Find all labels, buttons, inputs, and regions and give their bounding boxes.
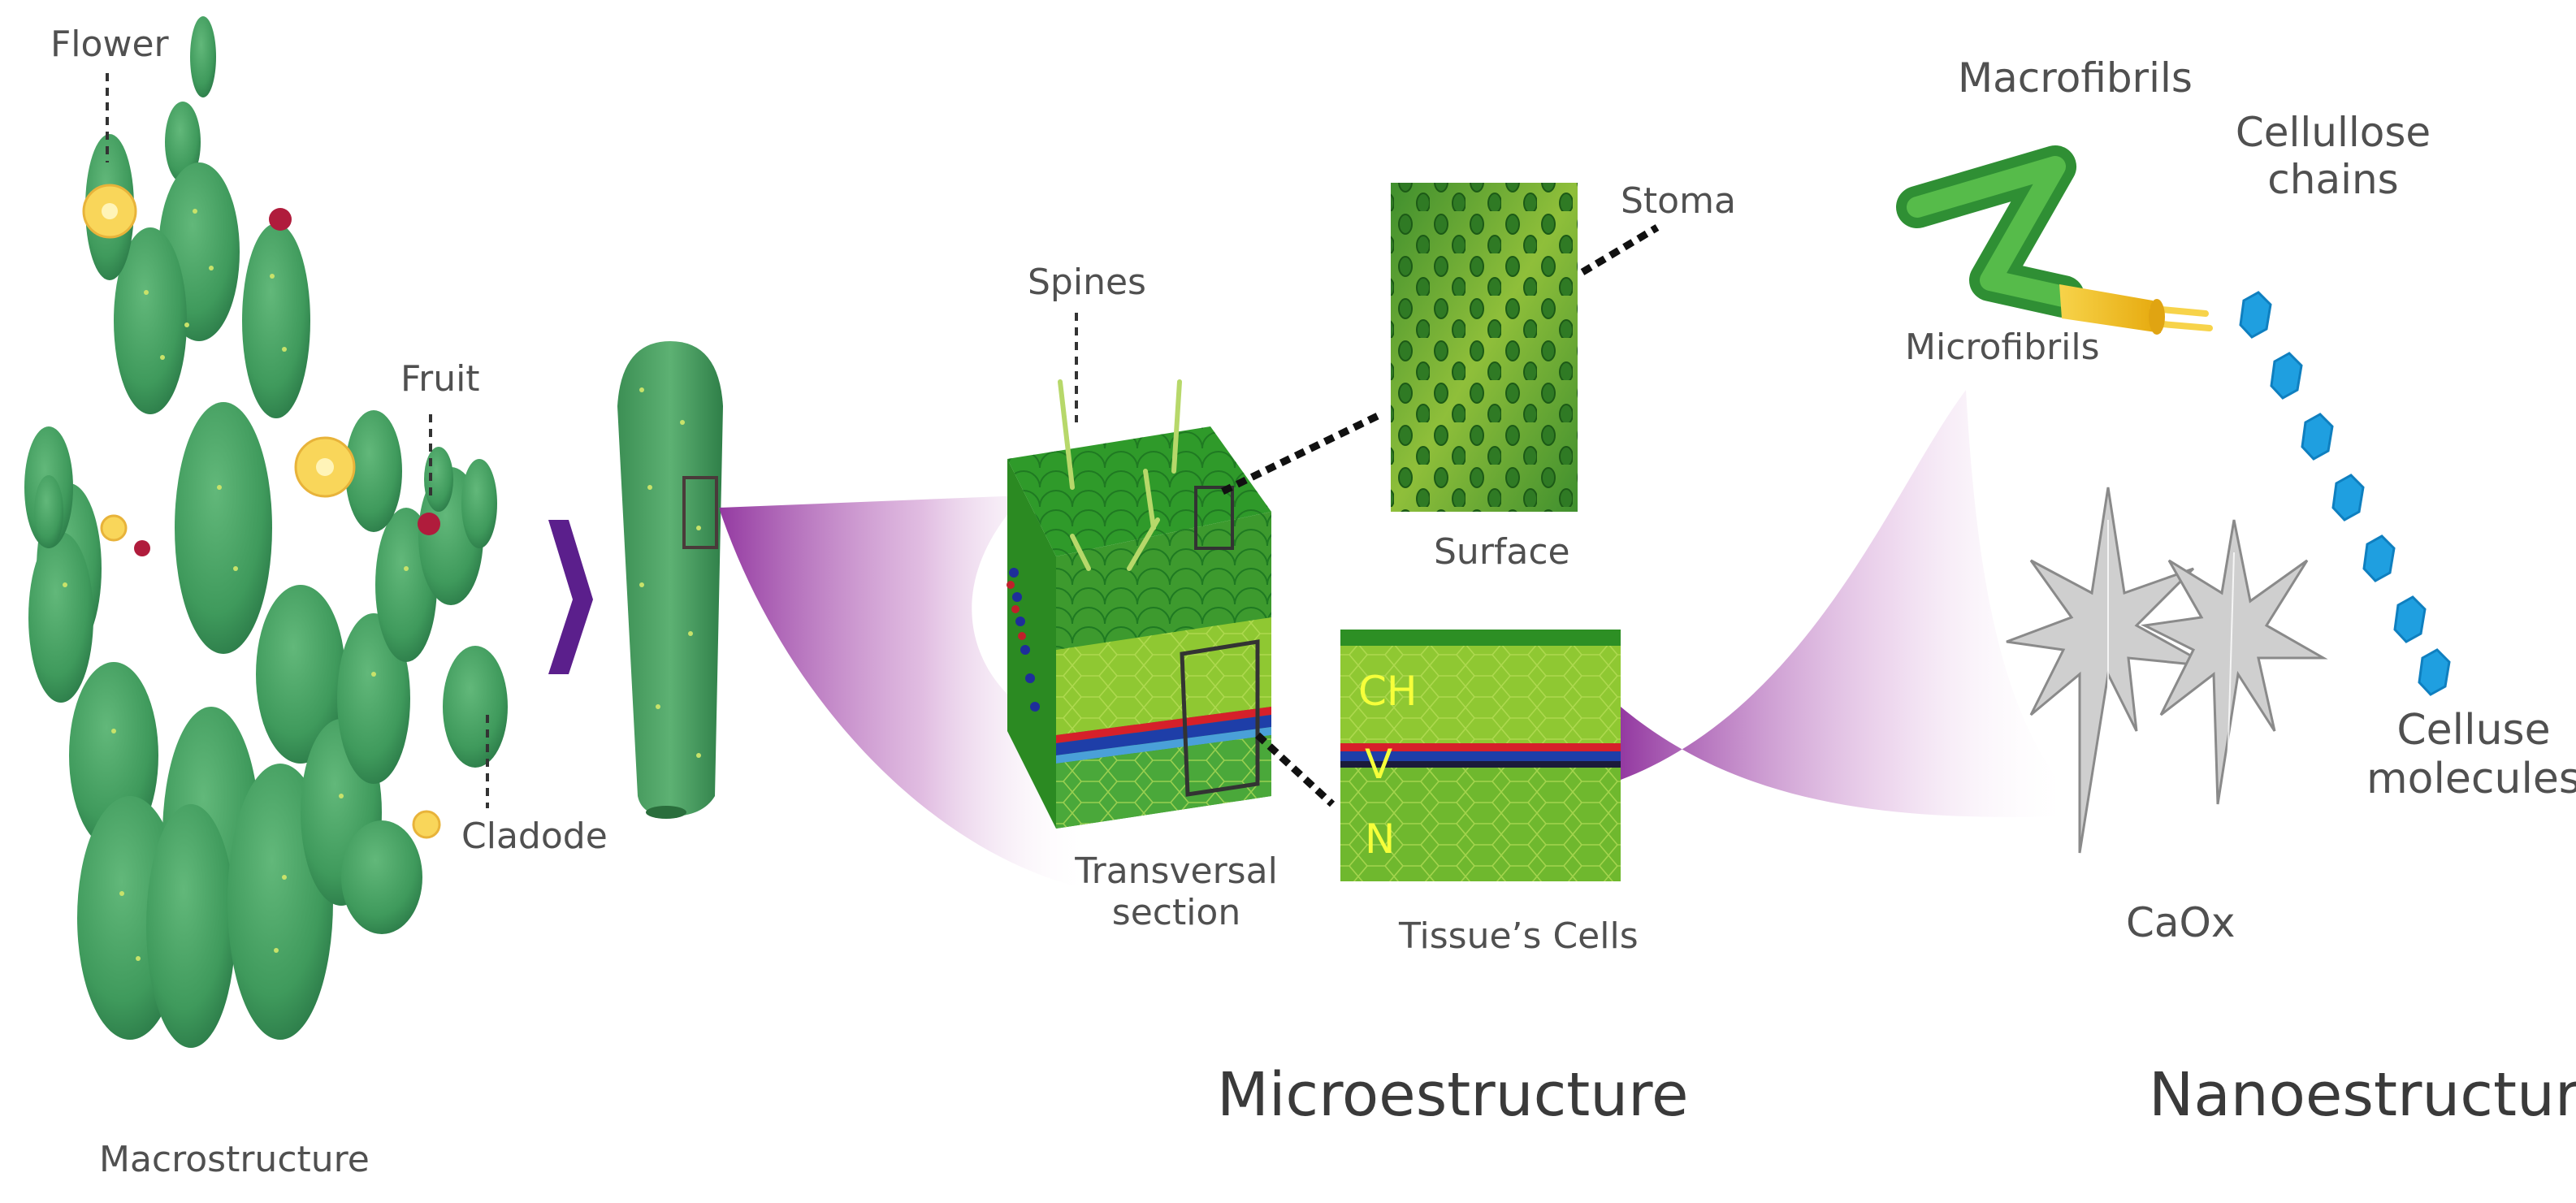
stoma-label: Stoma (1621, 180, 1736, 222)
celluse-molecules-line2: molecules (2366, 754, 2576, 803)
layer-v-label: V (1365, 741, 1392, 788)
microfibril-icon (2059, 284, 2213, 335)
transversal-section-line1: Transversal (1075, 850, 1278, 892)
caox-crystal-icon (2006, 487, 2328, 854)
zoom-connector-2 (1621, 390, 2072, 817)
macrofibrils-label: Macrofibrils (1958, 54, 2193, 102)
cellulose-chains-line1: Cellullose (2235, 109, 2431, 156)
cladode-icon (617, 341, 723, 819)
zoom-connector-1 (719, 495, 1089, 889)
tissues-cells-label: Tissue’s Cells (1399, 915, 1639, 957)
fruit-label: Fruit (400, 358, 480, 400)
transversal-section-line2: section (1111, 891, 1241, 933)
macrofibril-icon (1896, 145, 2085, 318)
caox-label: CaOx (2126, 899, 2236, 946)
celluse-molecules-label: Celluse molecules (2366, 706, 2576, 804)
chevron-right-icon (548, 520, 593, 674)
cellulose-chains-label: Cellullose chains (2235, 109, 2431, 203)
macrostructure-label: Macrostructure (99, 1139, 370, 1180)
cactus-plant-icon (24, 16, 508, 1048)
layer-ch-label: CH (1358, 668, 1418, 715)
flower-label: Flower (50, 24, 169, 65)
cellulose-chains-line2: chains (2267, 155, 2399, 203)
cellulose-chain-icon (2239, 291, 2451, 696)
layer-n-label: N (1365, 816, 1395, 863)
celluse-molecules-line1: Celluse (2396, 706, 2551, 755)
nanoestructure-title: Nanoestructure (2149, 1060, 2576, 1130)
tissue-block-icon (1007, 313, 1383, 829)
surface-label: Surface (1434, 531, 1570, 573)
tissue-cells-icon (1340, 630, 1621, 881)
stoma-surface-icon (1391, 183, 1660, 512)
cladode-label: Cladode (461, 816, 608, 857)
microestructure-title: Microestructure (1217, 1060, 1689, 1130)
microfibrils-label: Microfibrils (1905, 327, 2100, 368)
transversal-section-label: Transversal section (1075, 850, 1278, 933)
spines-label: Spines (1028, 262, 1146, 303)
